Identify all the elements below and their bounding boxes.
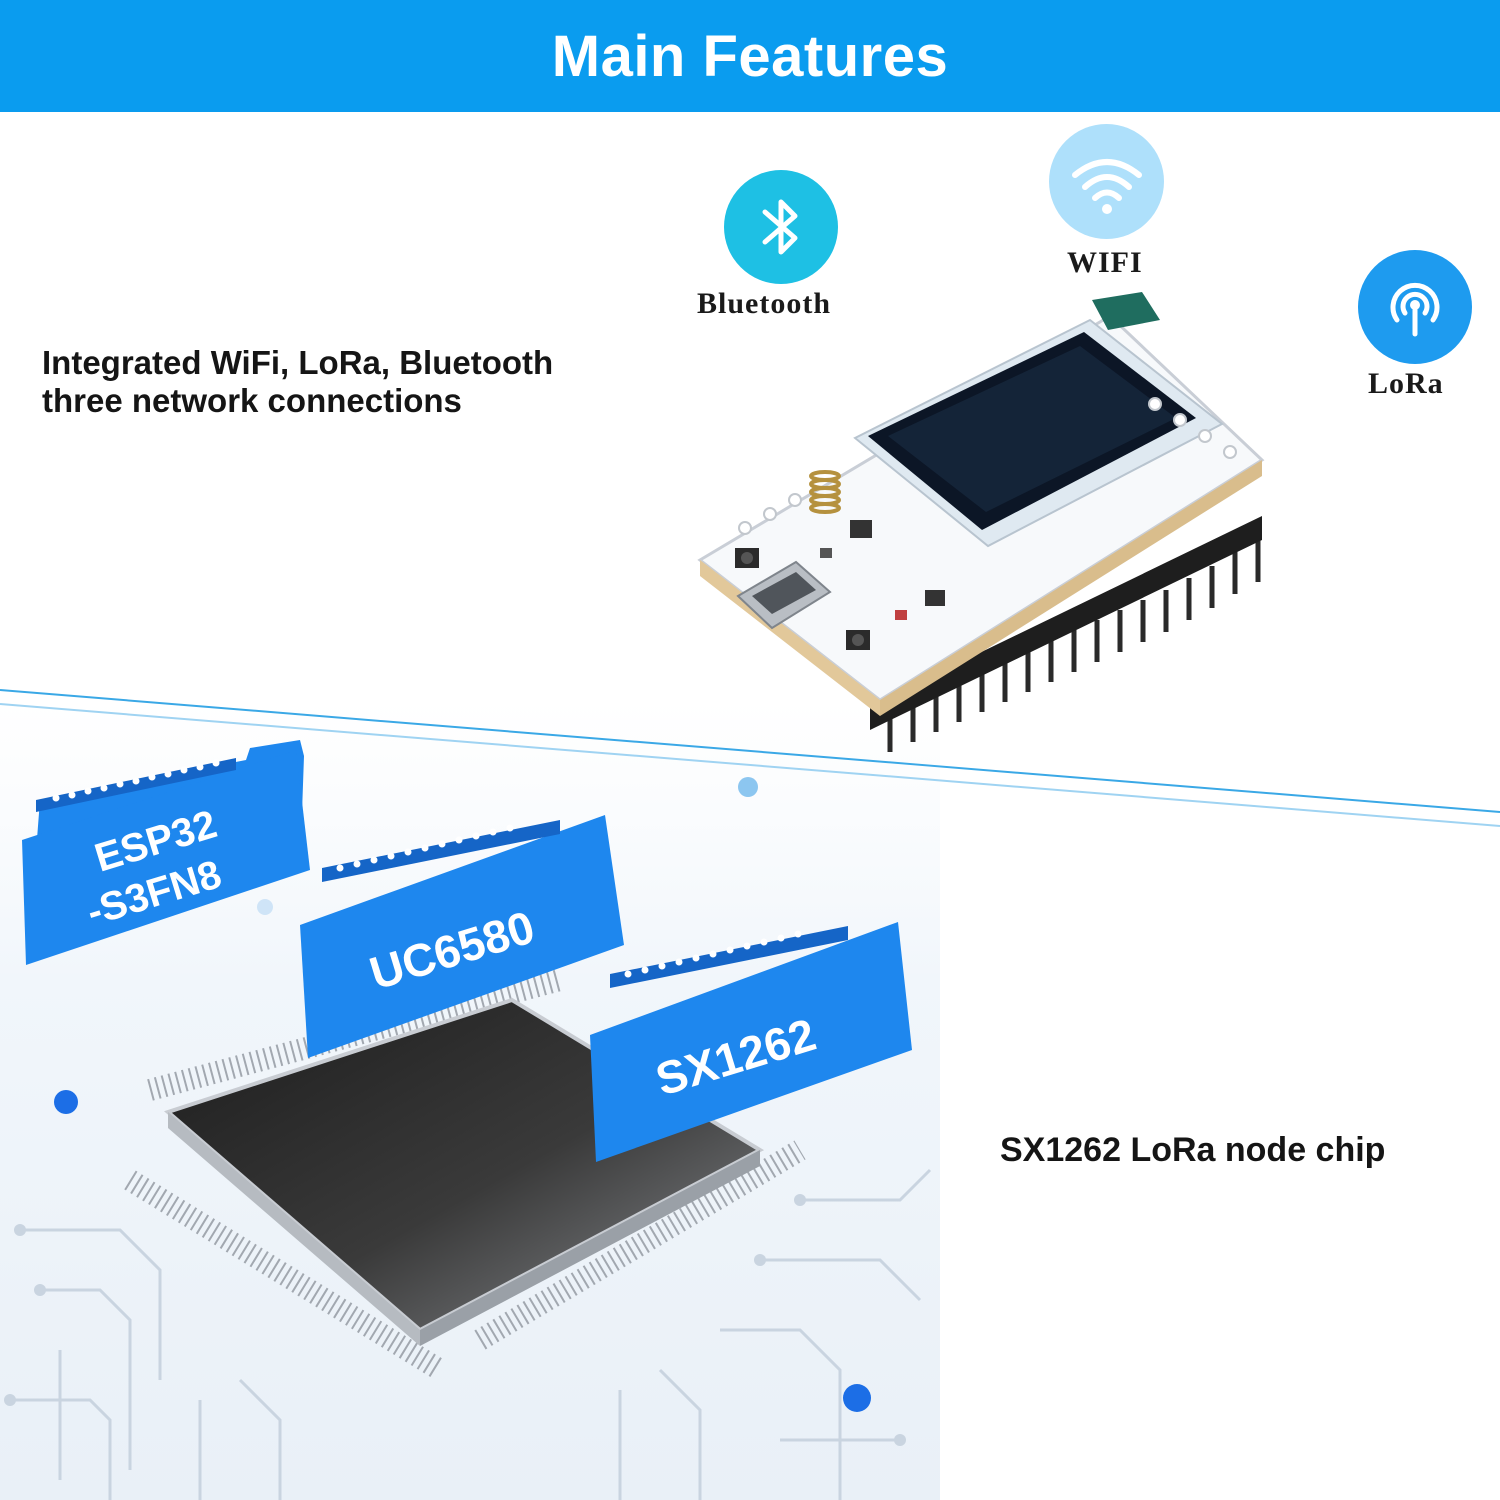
divider-line-upper (0, 689, 1500, 813)
lora-badge (1358, 250, 1472, 364)
bluetooth-icon (762, 199, 798, 255)
bluetooth-label: Bluetooth (697, 287, 832, 320)
lora-antenna-icon (1390, 282, 1440, 337)
wifi-icon (1071, 158, 1142, 214)
sx1262-chip-label: SX1262 (590, 922, 912, 1162)
decor-dot (843, 1384, 871, 1412)
lora-label: LoRa (1368, 367, 1444, 400)
header-banner: Main Features (0, 0, 1500, 112)
lora-chip-feature-text: SX1262 LoRa node chip (1000, 1131, 1386, 1169)
circuit-pads (4, 1194, 906, 1446)
decor-dot (257, 899, 273, 915)
esp32-chip-label: ESP32 -S3FN8 (22, 740, 310, 965)
wifi-label: WIFI (1067, 246, 1143, 279)
wifi-badge (1049, 124, 1164, 239)
connectivity-line-2: three network connections (42, 382, 462, 419)
spring-antenna (809, 470, 841, 514)
divider-line-lower (0, 703, 1500, 827)
chip-pins (124, 969, 806, 1380)
circuit-traces (10, 1168, 932, 1500)
uc6580-chip-label: UC6580 (300, 815, 624, 1058)
connectivity-feature-text: Integrated WiFi, LoRa, Bluetooth three n… (42, 344, 682, 420)
header-pins-bottom (887, 540, 1261, 752)
bluetooth-badge (724, 170, 838, 284)
page-title: Main Features (551, 23, 949, 89)
decor-dot (54, 1090, 78, 1114)
dev-board (697, 292, 1265, 752)
connectivity-line-1: Integrated WiFi, LoRa, Bluetooth (42, 344, 554, 381)
decor-dot (738, 777, 758, 797)
